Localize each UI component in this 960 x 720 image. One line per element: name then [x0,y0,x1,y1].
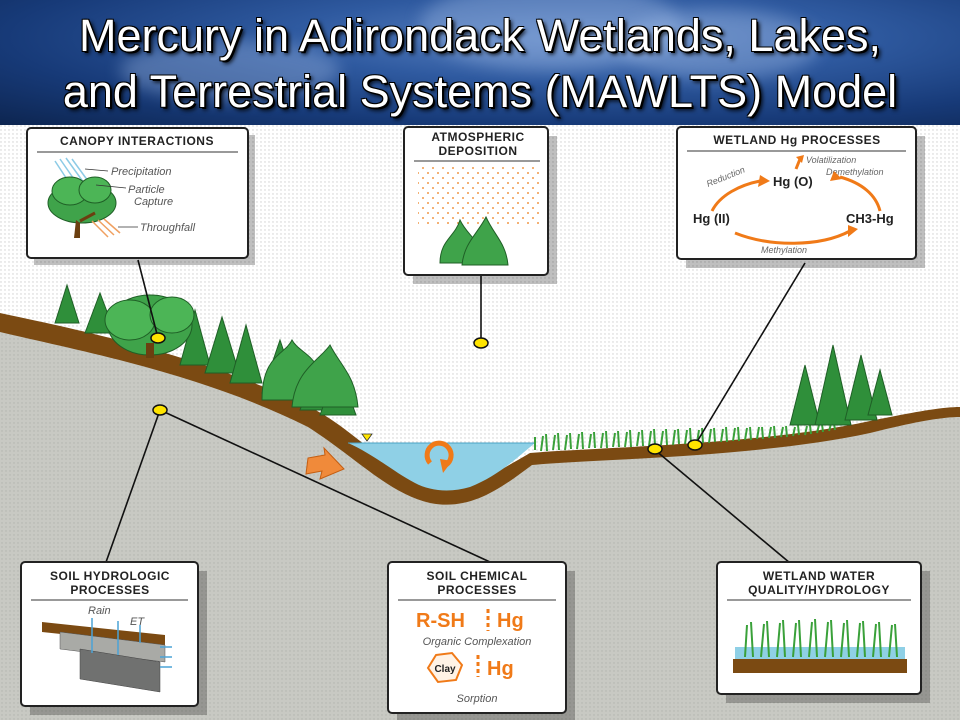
soil-chemical-title-line-2: PROCESSES [437,583,516,597]
title-banner: Mercury in Adirondack Wetlands, Lakes, a… [0,0,960,125]
wetland-hg-title: WETLAND Hg PROCESSES [713,133,880,147]
atmospheric-deposition-box: ATMOSPHERIC DEPOSITION [403,126,557,284]
label-hg-two: Hg (II) [693,211,730,226]
canopy-tree-icon [47,176,117,238]
soil-hydrologic-box: SOIL HYDROLOGIC PROCESSES Rain ET [20,561,207,715]
soil-profile-icon [42,622,166,693]
canopy-box-title: CANOPY INTERACTIONS [60,134,214,148]
hg-cycle-arrows [710,158,882,245]
hg-cycle-arrowheads [758,155,858,237]
label-precipitation: Precipitation [111,166,172,178]
title-line-1: Mercury in Adirondack Wetlands, Lakes, [78,10,882,61]
label-capture: Capture [134,196,173,208]
deposition-particles [418,167,540,227]
label-hg-clay: Hg [487,658,514,680]
throughfall-streaks [91,218,121,238]
soil-chemical-title-line-1: SOIL CHEMICAL [427,569,528,583]
atmospheric-tree-icon [439,215,509,266]
water-flow-arrows [91,618,172,668]
label-hg-organic: Hg [497,610,524,632]
atmospheric-title-line-2: DEPOSITION [438,144,517,158]
soil-hydrologic-title-line-2: PROCESSES [70,583,149,597]
spruce-group [261,338,359,408]
wetland-water-title-line-2: QUALITY/HYDROLOGY [748,583,890,597]
soil-chemical-box: SOIL CHEMICAL PROCESSES R-SH Hg Organic … [387,561,575,720]
wetland-water-title-line-1: WETLAND WATER [763,569,875,583]
wetland-water-box: WETLAND WATER QUALITY/HYDROLOGY [716,561,930,703]
label-methylation: Methylation [761,245,807,255]
connector-lines [104,259,806,566]
label-rsh: R-SH [416,610,465,632]
wetland-grass [534,422,836,452]
label-organic-complexation: Organic Complexation [423,636,532,648]
atmospheric-title-line-1: ATMOSPHERIC [431,130,524,144]
label-particle: Particle [128,184,165,196]
lake-water [348,443,535,491]
flow-arrow-icon [305,446,345,480]
deciduous-tree [104,294,195,358]
wetland-soil-layer [733,659,907,673]
label-hg-zero: Hg (O) [773,174,813,189]
label-clay: Clay [434,664,456,675]
label-methyl-hg: CH3-Hg [846,211,894,226]
wetland-hg-processes-box: WETLAND Hg PROCESSES Volatilization Deme… [676,126,925,268]
clay-icon [426,651,464,684]
label-demethylation: Demethylation [826,167,884,177]
title-line-2: and Terrestrial Systems (MAWLTS) Model [62,66,898,117]
circulation-arrow-icon [424,440,454,473]
water-level-icon [361,433,373,442]
label-et: ET [130,616,145,628]
label-rain: Rain [88,605,111,617]
label-volatilization: Volatilization [806,155,856,165]
yellow-markers [150,332,703,455]
label-sorption: Sorption [457,693,498,705]
soil-hydrologic-title-line-1: SOIL HYDROLOGIC [50,569,170,583]
wetland-reeds-icon [744,618,898,658]
canopy-interactions-box: CANOPY INTERACTIONS Precipitation Partic… [26,127,255,265]
label-throughfall: Throughfall [140,222,196,234]
watershed-diagram: CANOPY INTERACTIONS Precipitation Partic… [0,125,960,720]
